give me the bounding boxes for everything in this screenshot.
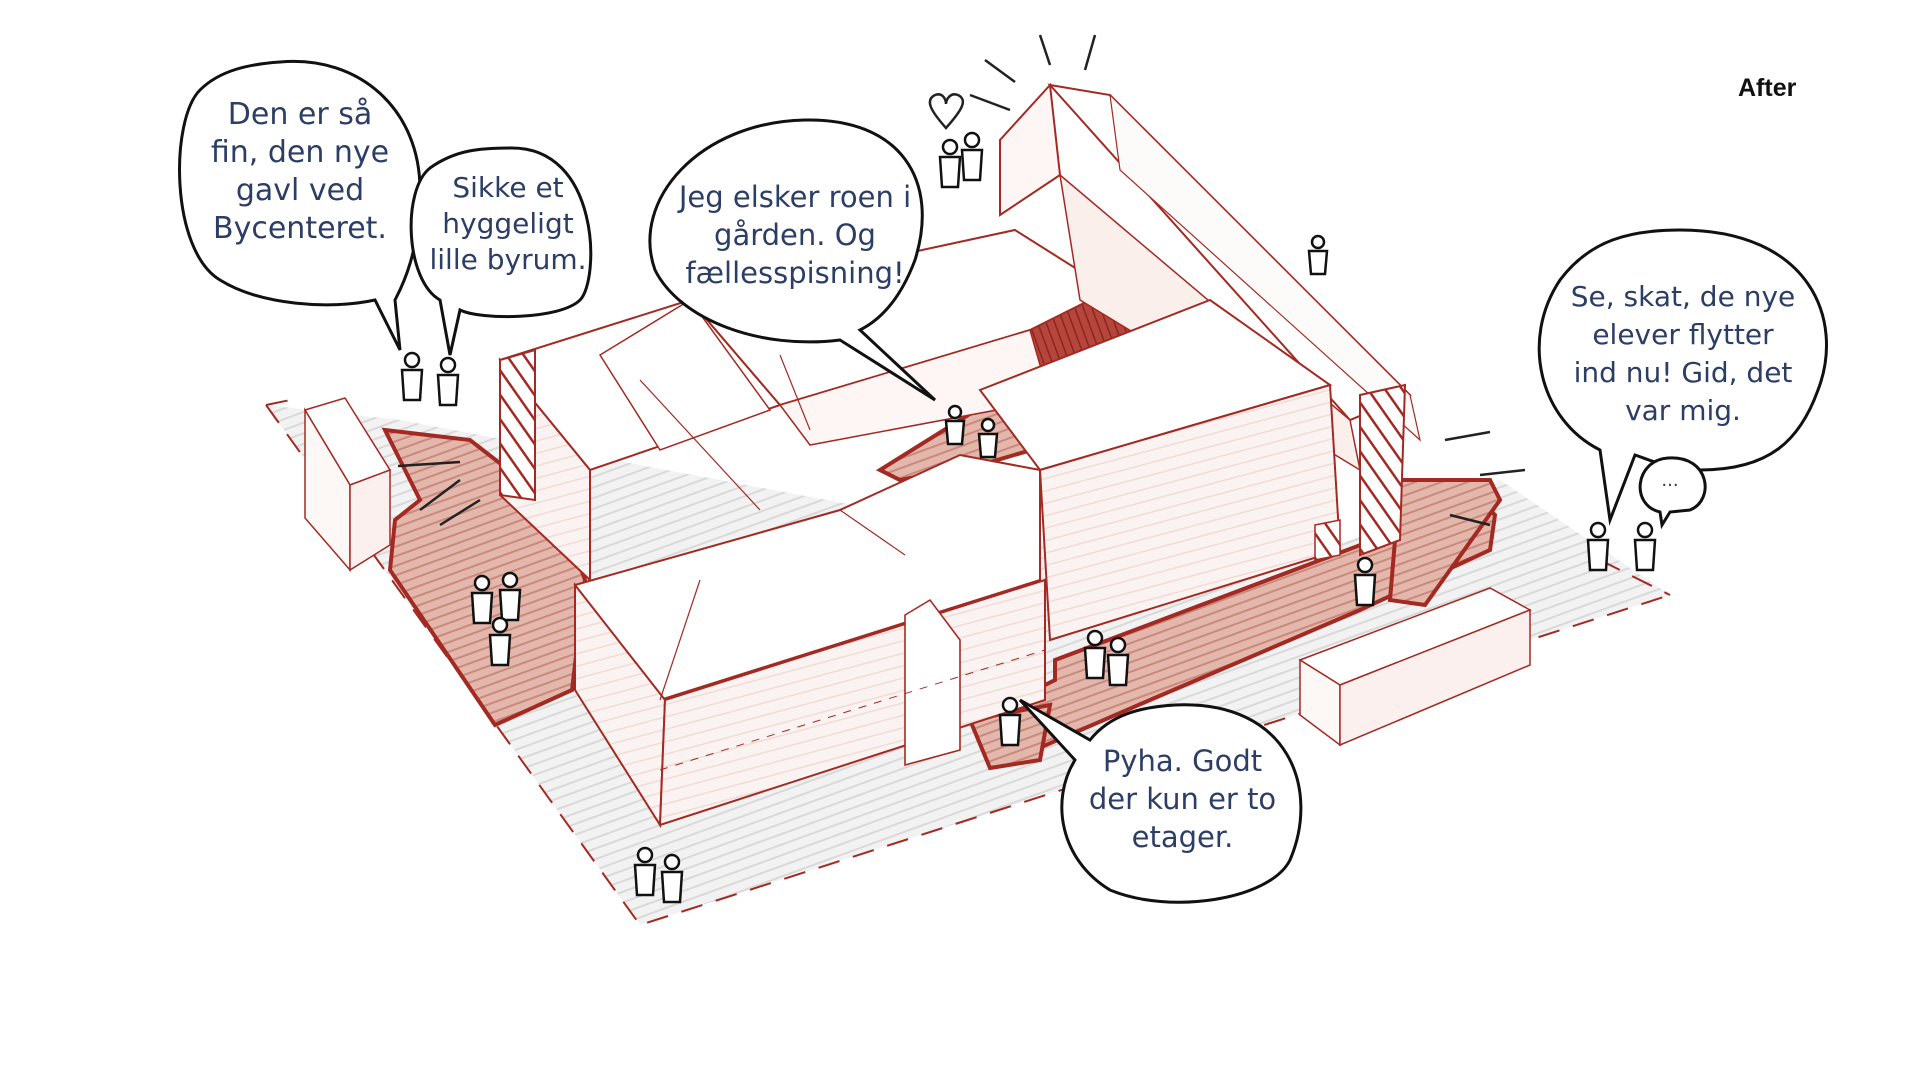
person <box>436 356 460 407</box>
speech-bubbles <box>178 59 1828 904</box>
person <box>1106 636 1130 687</box>
bubble-3-text: Jeg elsker roen i gården. Og fællesspisn… <box>655 178 935 292</box>
person <box>1586 521 1610 572</box>
bubble-6 <box>1018 698 1303 904</box>
bubble-line: fællesspisning! <box>685 256 905 290</box>
building-front <box>573 453 1046 829</box>
person <box>944 404 966 446</box>
bubble-line: lille byrum. <box>429 243 587 276</box>
bubble-line: elever flytter <box>1592 318 1774 351</box>
after-label: After <box>1738 74 1797 102</box>
bubble-line: Jeg elsker roen i <box>678 180 912 214</box>
bubble-5-text: ... <box>1645 470 1695 492</box>
heart-icon <box>928 93 965 130</box>
bubble-line: hyggeligt <box>442 207 574 240</box>
person <box>1633 521 1657 572</box>
person <box>660 853 684 904</box>
building-middle-right <box>978 298 1407 642</box>
bubble-line: Den er så <box>227 97 373 132</box>
person <box>998 696 1022 747</box>
bubble-line: Bycenteret. <box>213 211 387 246</box>
bubble-line: ind nu! Gid, det <box>1573 356 1793 389</box>
person <box>400 351 424 402</box>
bubble-4-text: Se, skat, de nye elever flytter ind nu! … <box>1548 278 1818 430</box>
person <box>1083 629 1107 680</box>
bubble-1-text: Den er så fin, den nye gavl ved Bycenter… <box>190 96 410 248</box>
person <box>498 571 522 622</box>
person <box>960 131 984 182</box>
person <box>470 574 494 625</box>
bubble-line: fin, den nye <box>210 135 390 170</box>
motion-lines <box>397 34 1526 527</box>
person <box>1307 234 1329 276</box>
people <box>400 131 1657 904</box>
bubble-line: gavl ved <box>235 173 365 208</box>
bubble-1 <box>178 59 422 351</box>
bubble-2 <box>409 146 593 356</box>
building-back-left <box>498 298 782 583</box>
person <box>938 138 962 189</box>
bubble-line: var mig. <box>1625 394 1741 427</box>
person <box>488 616 512 667</box>
bubble-3 <box>648 118 937 402</box>
bubble-line: gården. Og <box>714 218 876 252</box>
bubble-line: ... <box>1661 470 1679 491</box>
bubble-line: der kun er to <box>1088 782 1277 816</box>
neighbor-building-right <box>1298 587 1532 747</box>
person <box>633 846 657 897</box>
bubble-line: Pyha. Godt <box>1102 744 1263 778</box>
bubble-line: Sikke et <box>452 171 564 204</box>
person <box>977 417 999 459</box>
person <box>1353 556 1377 607</box>
bubble-line: etager. <box>1131 820 1234 854</box>
bubble-6-text: Pyha. Godt der kun er to etager. <box>1075 742 1290 856</box>
public-space-right <box>1387 478 1503 608</box>
bubble-5 <box>1638 456 1707 530</box>
neighbor-building-left <box>303 397 392 573</box>
bubble-2-text: Sikke et hyggeligt lille byrum. <box>418 170 598 278</box>
bubble-line: Se, skat, de nye <box>1570 280 1796 313</box>
